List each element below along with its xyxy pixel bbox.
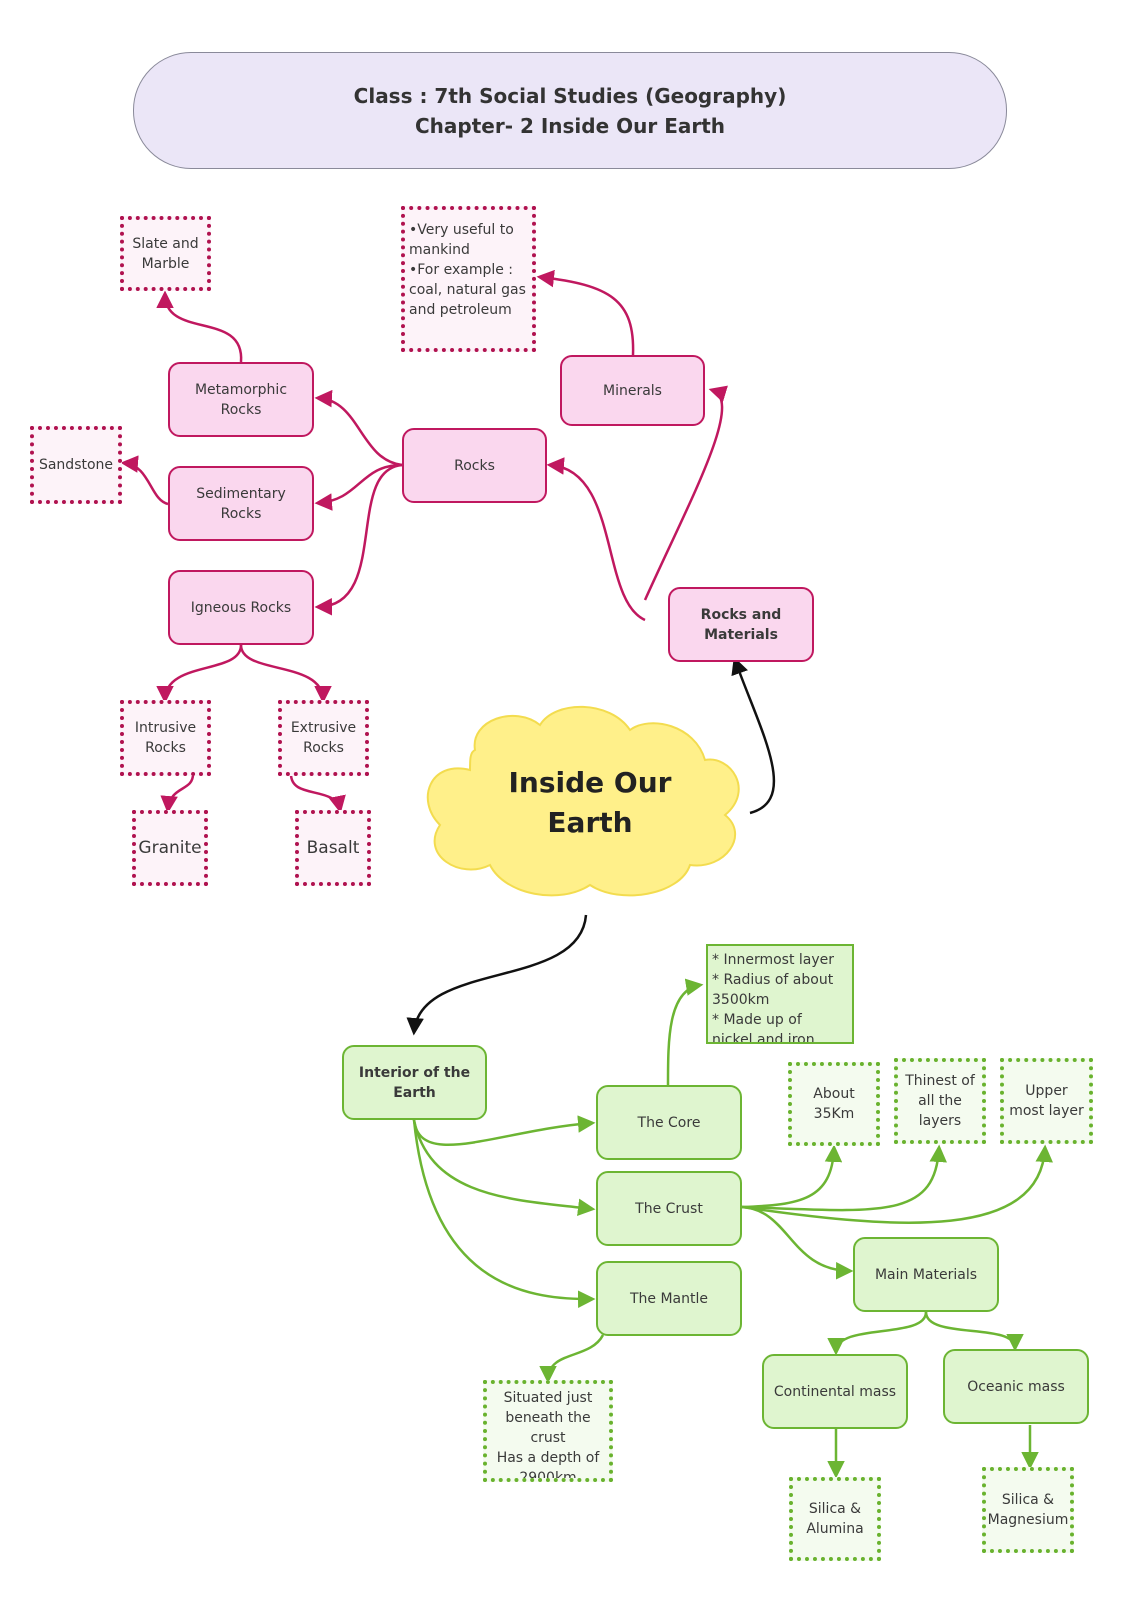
node-the-crust[interactable]: The Crust <box>596 1171 742 1246</box>
node-minerals-label: Minerals <box>603 382 662 399</box>
note-core-line-4: * Made up of <box>712 1012 802 1028</box>
note-minerals-line-2: mankind <box>409 242 470 258</box>
node-metamorphic-line-1: Metamorphic <box>194 381 288 398</box>
note-core-line-5: nickel and iron <box>712 1032 815 1044</box>
note-mantle-line-5: 2900km <box>519 1470 577 1482</box>
note-granite[interactable]: Granite <box>132 810 208 886</box>
note-crust-thin-line-1: Thinest of <box>905 1073 975 1089</box>
center-topic-line-2: Earth <box>547 806 633 839</box>
note-crust-upper-line-1: Upper <box>1025 1083 1068 1099</box>
note-minerals-line-4: coal, natural gas <box>409 282 526 298</box>
note-core[interactable]: * Innermost layer * Radius of about 3500… <box>706 944 854 1044</box>
note-core-line-3: 3500km <box>712 992 770 1008</box>
note-core-line-1: * Innermost layer <box>712 952 835 968</box>
note-extrusive-line-1: Extrusive <box>290 720 357 736</box>
node-metamorphic-rocks[interactable]: Metamorphic Rocks <box>168 362 314 437</box>
note-silica-alumina[interactable]: Silica & Alumina <box>789 1477 881 1561</box>
node-main-materials[interactable]: Main Materials <box>853 1237 999 1312</box>
title-line-1: Class : 7th Social Studies (Geography) <box>353 83 787 108</box>
title-banner: Class : 7th Social Studies (Geography) C… <box>133 52 1007 169</box>
note-basalt-label: Basalt <box>306 838 360 858</box>
note-crust-thin-line-3: layers <box>918 1113 962 1129</box>
note-slate-line-1: Slate and <box>132 235 199 252</box>
note-intrusive-line-2: Rocks <box>145 740 186 756</box>
note-extrusive-rocks[interactable]: Extrusive Rocks <box>278 700 369 776</box>
node-igneous-rocks[interactable]: Igneous Rocks <box>168 570 314 645</box>
node-rocks-and-materials[interactable]: Rocks and Materials <box>668 587 814 662</box>
note-extrusive-line-2: Rocks <box>303 740 344 756</box>
center-topic-line-1: Inside Our <box>508 766 672 799</box>
note-silica-magnesium-line-1: Silica & <box>1001 1492 1055 1508</box>
node-oceanic-label: Oceanic mass <box>967 1378 1065 1395</box>
center-cloud-shape <box>426 705 740 897</box>
note-crust-upper[interactable]: Upper most layer <box>1000 1058 1093 1144</box>
node-interior-line-1: Interior of the <box>358 1064 471 1081</box>
note-silica-alumina-line-1: Silica & <box>808 1501 862 1517</box>
note-silica-alumina-line-2: Alumina <box>806 1521 864 1537</box>
title-line-2: Chapter- 2 Inside Our Earth <box>414 113 726 138</box>
note-mantle-line-4: Has a depth of <box>496 1450 600 1466</box>
note-sandstone-label: Sandstone <box>38 457 114 473</box>
note-crust-depth-line-2: 35Km <box>813 1106 855 1122</box>
node-interior-line-2: Earth <box>393 1084 436 1101</box>
node-sedimentary-rocks[interactable]: Sedimentary Rocks <box>168 466 314 541</box>
note-core-line-2: * Radius of about <box>712 972 834 988</box>
note-silica-magnesium-line-2: Magnesium <box>987 1512 1069 1528</box>
node-rocks-and-materials-line-1: Rocks and <box>700 606 782 623</box>
note-granite-label: Granite <box>138 838 202 858</box>
note-minerals[interactable]: •Very useful to mankind •For example : c… <box>401 206 536 352</box>
note-minerals-line-1: •Very useful to <box>409 222 514 238</box>
center-topic[interactable]: Inside Our Earth <box>440 758 740 848</box>
note-minerals-line-5: and petroleum <box>409 302 512 318</box>
note-basalt[interactable]: Basalt <box>295 810 371 886</box>
note-crust-depth[interactable]: About 35Km <box>788 1062 880 1146</box>
node-core-label: The Core <box>637 1114 701 1131</box>
note-mantle-line-3: crust <box>530 1430 566 1446</box>
node-continental-label: Continental mass <box>773 1383 897 1400</box>
node-igneous-label: Igneous Rocks <box>190 599 292 616</box>
node-interior-of-the-earth[interactable]: Interior of the Earth <box>342 1045 487 1120</box>
note-minerals-line-3: •For example : <box>409 262 514 278</box>
node-rocks[interactable]: Rocks <box>402 428 547 503</box>
note-crust-depth-line-1: About <box>813 1086 855 1102</box>
node-crust-label: The Crust <box>635 1200 703 1217</box>
note-mantle[interactable]: Situated just beneath the crust Has a de… <box>483 1380 613 1482</box>
node-minerals[interactable]: Minerals <box>560 355 705 426</box>
note-intrusive-line-1: Intrusive <box>134 720 197 736</box>
note-slate-and-marble[interactable]: Slate and Marble <box>120 216 211 291</box>
node-the-core[interactable]: The Core <box>596 1085 742 1160</box>
note-silica-magnesium[interactable]: Silica & Magnesium <box>982 1467 1074 1553</box>
node-metamorphic-line-2: Rocks <box>220 401 262 418</box>
node-rocks-label: Rocks <box>454 457 495 474</box>
note-crust-thin-line-2: all the <box>918 1093 962 1109</box>
node-the-mantle[interactable]: The Mantle <box>596 1261 742 1336</box>
note-sandstone[interactable]: Sandstone <box>30 426 122 504</box>
note-slate-line-2: Marble <box>141 255 190 272</box>
note-mantle-line-1: Situated just <box>503 1390 593 1406</box>
note-crust-upper-line-2: most layer <box>1009 1103 1084 1119</box>
node-main-materials-label: Main Materials <box>874 1266 978 1283</box>
node-oceanic-mass[interactable]: Oceanic mass <box>943 1349 1089 1424</box>
note-mantle-line-2: beneath the <box>505 1410 591 1426</box>
node-continental-mass[interactable]: Continental mass <box>762 1354 908 1429</box>
node-mantle-label: The Mantle <box>629 1290 708 1307</box>
note-intrusive-rocks[interactable]: Intrusive Rocks <box>120 700 211 776</box>
note-crust-thinnest[interactable]: Thinest of all the layers <box>894 1058 986 1144</box>
node-rocks-and-materials-line-2: Materials <box>704 626 778 643</box>
node-sedimentary-label: Sedimentary Rocks <box>196 485 286 522</box>
